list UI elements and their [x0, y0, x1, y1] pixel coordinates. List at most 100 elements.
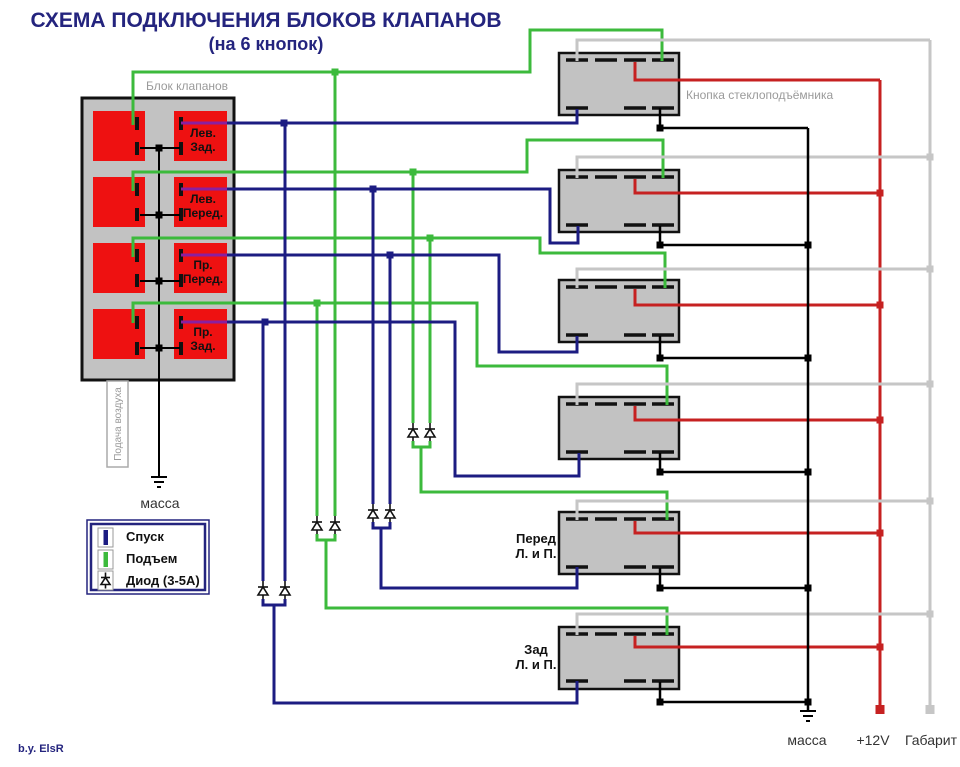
wire-marker-button3	[575, 267, 930, 288]
window-button-3	[557, 278, 681, 344]
junction	[426, 234, 434, 242]
valve-labels: Лев. Зад. Лев. Перед. Пр. Перед. Пр. Зад…	[183, 126, 223, 353]
legend-label-lower: Спуск	[126, 529, 164, 544]
junction	[926, 610, 934, 618]
wire-power-button1	[633, 62, 880, 82]
diode-icon	[256, 581, 270, 599]
window-buttons: Кнопка стеклоподъёмника	[516, 51, 833, 691]
window-button-4	[557, 395, 681, 461]
wire-lift-valve3-button3	[131, 236, 667, 288]
junction	[313, 299, 321, 307]
wire-ground-button2	[658, 226, 808, 247]
air-supply-pipe	[106, 380, 129, 468]
wire-lower-front-diode-pair	[371, 189, 392, 530]
valve-ground-symbol	[151, 476, 167, 488]
diode-icon	[99, 572, 112, 589]
junction	[804, 241, 812, 249]
diode-icon	[423, 423, 437, 441]
window-button-1	[557, 51, 681, 117]
front-pair-label: Л. и П.	[516, 546, 557, 561]
wire-lower-front-merged-button5	[379, 528, 579, 590]
junction	[804, 698, 812, 706]
wire-marker-button1	[575, 38, 930, 61]
junction	[804, 354, 812, 362]
wire-ground-button6	[658, 682, 808, 704]
window-button-2	[557, 168, 681, 234]
junction	[656, 124, 664, 132]
buttons-caption: Кнопка стеклоподъёмника	[686, 88, 833, 102]
ground-wires-black	[656, 108, 816, 722]
diode-icon	[406, 423, 420, 441]
wire-lift-front-diode-pair	[411, 172, 432, 449]
page-subtitle: (на 6 кнопок)	[209, 34, 324, 54]
legend-label-lift: Подъем	[126, 551, 177, 566]
rear-pair-label: Л. и П.	[516, 657, 557, 672]
wire-lift-valve1-button1	[131, 28, 664, 125]
valve-label: Зад.	[190, 339, 215, 353]
junction	[926, 497, 934, 505]
junction	[369, 185, 377, 193]
diode-icon	[383, 504, 397, 522]
wire-ground-button5	[658, 568, 808, 590]
power-wires-red	[633, 62, 885, 714]
junction	[876, 301, 884, 309]
diode-icon	[366, 504, 380, 522]
junction	[804, 468, 812, 476]
wire-marker-button2	[575, 155, 930, 178]
wire-lower-rear-merged-button6	[272, 605, 579, 705]
wire-lower-valve3-button3	[227, 253, 579, 354]
junction	[331, 68, 339, 76]
wire-lift-valve4-button4	[131, 301, 669, 405]
junction	[926, 153, 934, 161]
valve-block-caption: Блок клапанов	[146, 79, 228, 93]
valve-label: Зад.	[190, 140, 215, 154]
author-signature: b.y. ElsR	[18, 743, 64, 755]
diode-icon	[328, 516, 342, 534]
junction	[804, 584, 812, 592]
wire-power-button3	[633, 289, 880, 307]
lift-wires-green	[131, 28, 669, 635]
power-terminal-label: +12V	[856, 732, 890, 748]
valve-common-wires	[140, 144, 180, 476]
valve-label: Пр.	[193, 258, 212, 272]
wire-power-button2	[633, 179, 880, 195]
junction	[876, 529, 884, 537]
wire-lower-valve4-button4	[227, 320, 581, 478]
junction	[656, 698, 664, 706]
wire-ground-button1	[658, 108, 808, 130]
wire-lower-rear-diode-pair	[261, 123, 287, 607]
wire-lift-front-merged-button5	[419, 447, 669, 520]
valve-label: Лев.	[190, 192, 216, 206]
junction	[656, 584, 664, 592]
junction	[261, 318, 269, 326]
wire-marker-button4	[575, 382, 930, 405]
valve-label: Пр.	[193, 325, 212, 339]
rear-pair-label: Зад	[524, 642, 548, 657]
junction	[876, 189, 884, 197]
window-button-5-front-pair	[557, 510, 681, 576]
wire-ground-button4	[658, 453, 808, 474]
ground-terminal-label: масса	[787, 732, 826, 748]
valve-label: Перед.	[183, 206, 223, 220]
junction	[656, 241, 664, 249]
junction	[280, 119, 288, 127]
valve-label: Лев.	[190, 126, 216, 140]
marker-terminal-label: Габарит	[905, 732, 958, 748]
lower-wires-blue	[181, 109, 581, 705]
wire-marker-button5	[575, 499, 930, 520]
marker-terminal	[925, 705, 935, 714]
window-button-6-rear-pair	[557, 625, 681, 691]
marker-wires-gray	[575, 38, 935, 714]
junction	[926, 380, 934, 388]
diodes	[256, 423, 437, 599]
page-title: СХЕМА ПОДКЛЮЧЕНИЯ БЛОКОВ КЛАПАНОВ	[30, 9, 501, 32]
junction	[656, 468, 664, 476]
wire-power-button6	[633, 636, 880, 649]
junction	[876, 643, 884, 651]
wire-lower-valve1-button1	[227, 109, 579, 125]
wire-lift-rear-merged-button6	[324, 540, 669, 635]
junction	[386, 251, 394, 259]
air-supply-label: Подача воздуха	[113, 387, 124, 461]
